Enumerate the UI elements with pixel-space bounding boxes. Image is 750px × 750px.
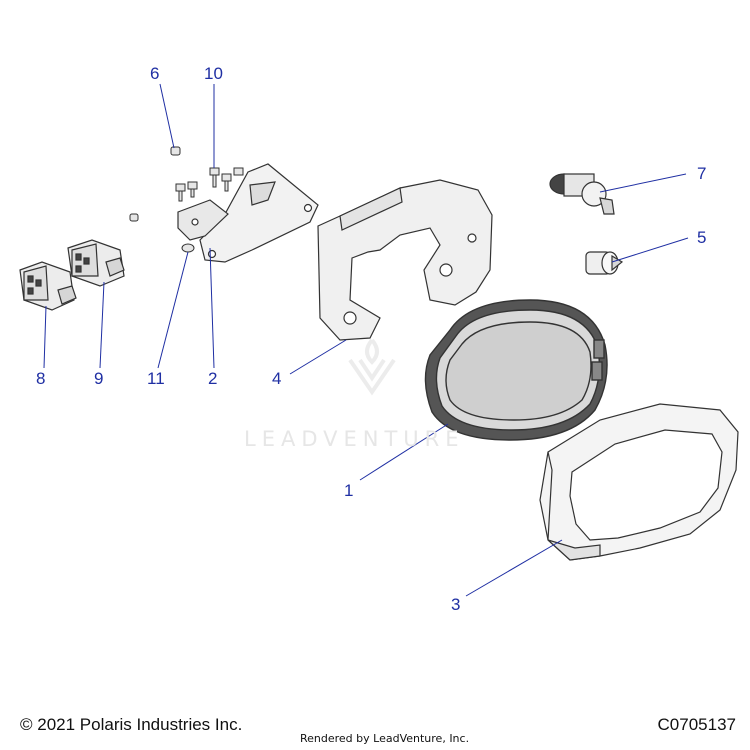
part-8-switch [19, 261, 77, 311]
callout-10: 10 [204, 64, 223, 83]
callout-8: 8 [36, 369, 46, 388]
part-2-bracket [177, 163, 319, 263]
leader-8 [43, 305, 47, 369]
callout-7: 7 [697, 164, 707, 183]
callout-3: 3 [451, 595, 461, 614]
part-1-gauge-cluster [424, 299, 608, 441]
watermark-logo [348, 338, 396, 396]
part-7-ignition-switch [549, 173, 615, 215]
rendered-by-text: Rendered by LeadVenture, Inc. [300, 732, 470, 745]
callout-2: 2 [208, 369, 218, 388]
leader-lines [43, 83, 689, 597]
callout-4: 4 [272, 369, 282, 388]
part-3-bezel [539, 403, 739, 561]
leader-4 [289, 339, 347, 375]
leader-11 [157, 251, 189, 369]
leader-3 [465, 539, 563, 597]
drawing-code: C0705137 [657, 715, 736, 734]
watermark-text: LEADVENTURE [244, 427, 465, 451]
copyright-text: © 2021 Polaris Industries Inc. [20, 715, 243, 734]
callout-5: 5 [697, 228, 707, 247]
leader-9 [99, 281, 105, 369]
callout-1: 1 [344, 481, 354, 500]
callout-9: 9 [94, 369, 104, 388]
fasteners [129, 146, 244, 253]
leader-1 [359, 423, 449, 481]
part-9-switch [67, 239, 125, 287]
callout-6: 6 [150, 64, 160, 83]
leader-6 [159, 83, 175, 149]
callout-11: 11 [147, 369, 165, 388]
part-5-plug [585, 251, 624, 275]
part-4-housing [317, 179, 493, 341]
leader-7 [599, 173, 687, 193]
leader-2 [209, 247, 215, 369]
leader-5 [611, 237, 689, 263]
